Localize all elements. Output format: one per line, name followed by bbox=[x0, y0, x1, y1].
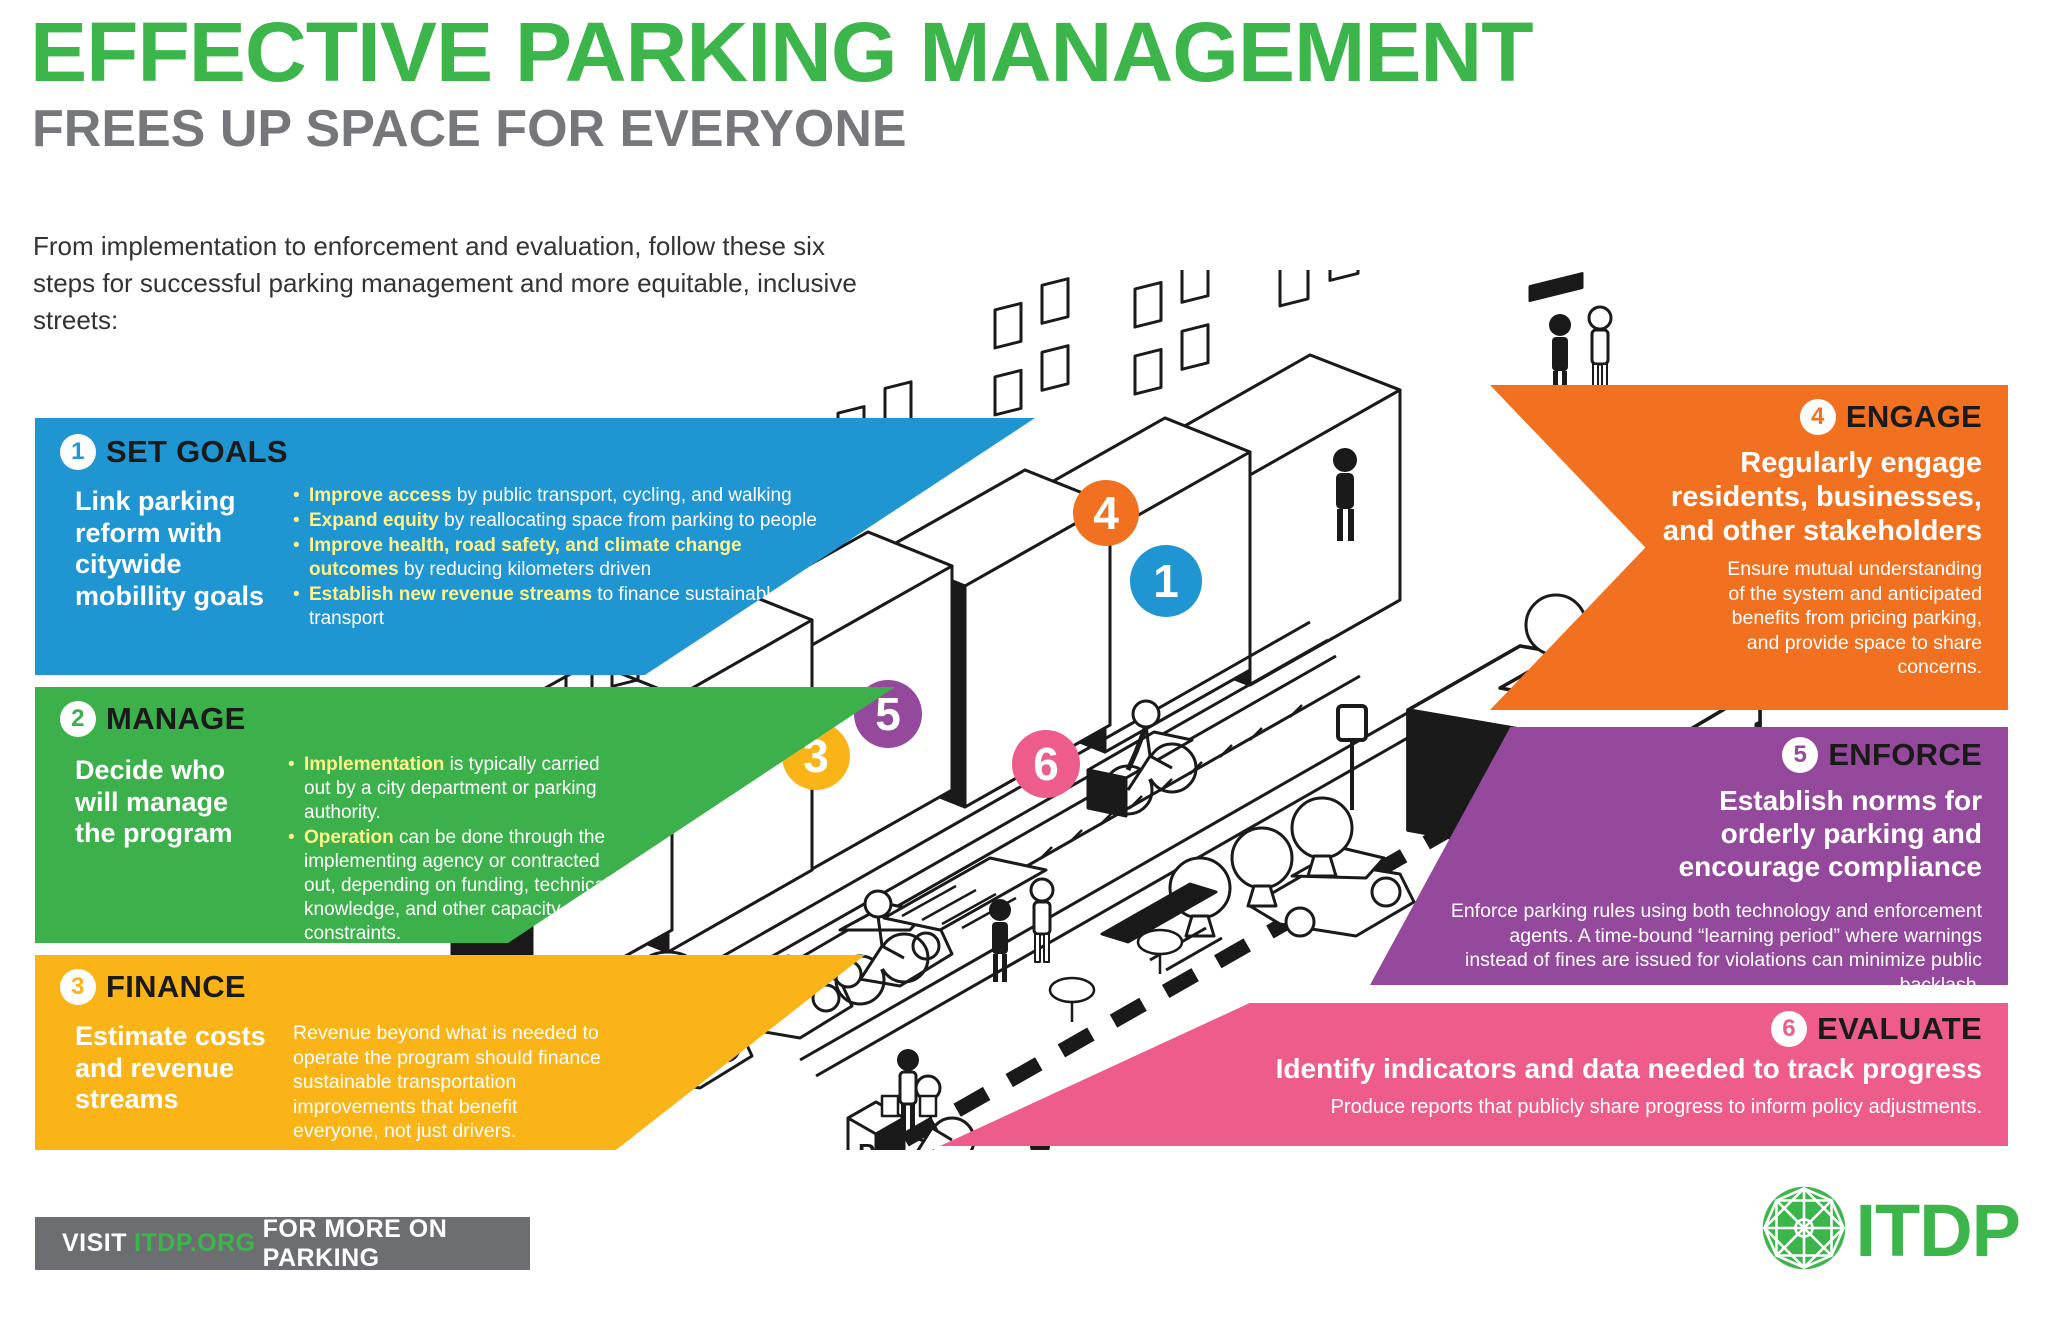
step-6-body: Produce reports that publicly share prog… bbox=[1330, 1096, 1982, 1118]
visit-domain-link[interactable]: ITDP.ORG bbox=[134, 1229, 256, 1257]
bullet-item: Establish new revenue streams to finance… bbox=[293, 583, 833, 631]
marker-label: 6 bbox=[1033, 738, 1059, 790]
step-title: ENGAGE bbox=[1845, 399, 1982, 434]
step-number-badge: 1 bbox=[60, 434, 96, 470]
itdp-logo: ITDP bbox=[1761, 1185, 2021, 1276]
step-4-heading: 4 ENGAGE bbox=[1799, 399, 1982, 435]
step-6-lead: Identify indicators and data needed to t… bbox=[1275, 1053, 1982, 1084]
marker-label: 4 bbox=[1093, 487, 1119, 539]
bullet-item: Implementation is typically carried out … bbox=[288, 753, 618, 825]
step-panel-finance: 3 FINANCE Estimate costs and revenue str… bbox=[35, 955, 865, 1150]
bullet-item: Improve access by public transport, cycl… bbox=[293, 484, 833, 508]
step-1-heading: 1 SET GOALS bbox=[60, 434, 288, 470]
svg-text:P: P bbox=[858, 1138, 875, 1150]
bullet-item: Improve health, road safety, and climate… bbox=[293, 534, 833, 582]
marker-label: 1 bbox=[1153, 555, 1179, 607]
step-4-body: Ensure mutual understanding of the syste… bbox=[1727, 558, 1982, 679]
step-2-heading: 2 MANAGE bbox=[60, 701, 246, 737]
visit-cta-bar[interactable]: VISIT ITDP.ORG FOR MORE ON PARKING bbox=[35, 1214, 530, 1272]
step-5-heading: 5 ENFORCE bbox=[1782, 737, 1982, 773]
step-panel-enforce: 5 ENFORCE Establish norms for orderly pa… bbox=[1370, 727, 2008, 985]
map-marker-4: 4 bbox=[1073, 480, 1139, 546]
visit-suffix: FOR MORE ON PARKING bbox=[262, 1214, 448, 1272]
step-number-badge: 2 bbox=[60, 701, 96, 737]
step-2-bullets: Implementation is typically carried out … bbox=[288, 753, 618, 943]
step-5-body: Enforce parking rules using both technol… bbox=[1450, 900, 1982, 996]
step-number-badge: 4 bbox=[1799, 399, 1836, 435]
step-4-lead: Regularly engage residents, businesses, … bbox=[1662, 447, 1982, 547]
step-3-heading: 3 FINANCE bbox=[60, 969, 246, 1005]
bullet-item: Operation can be done through the implem… bbox=[288, 826, 618, 943]
map-marker-1: 1 bbox=[1130, 545, 1202, 617]
step-title: EVALUATE bbox=[1817, 1011, 1982, 1046]
step-number-badge: 6 bbox=[1771, 1011, 1808, 1047]
step-3-lead: Estimate costs and revenue streams bbox=[75, 1021, 266, 1115]
page-title: EFFECTIVE PARKING MANAGEMENT bbox=[30, 5, 1534, 99]
step-title: FINANCE bbox=[106, 969, 246, 1004]
marker-label: 5 bbox=[875, 688, 901, 740]
step-number-badge: 3 bbox=[60, 969, 96, 1005]
step-number-badge: 5 bbox=[1782, 737, 1819, 773]
intro-paragraph: From implementation to enforcement and e… bbox=[33, 231, 857, 335]
map-marker-6: 6 bbox=[1012, 730, 1080, 798]
visit-prefix: VISIT bbox=[62, 1229, 128, 1257]
itdp-wheel-icon bbox=[1761, 1185, 1847, 1276]
step-1-bullets: Improve access by public transport, cycl… bbox=[293, 484, 833, 632]
step-title: MANAGE bbox=[106, 701, 246, 736]
step-5-lead: Establish norms for orderly parking and … bbox=[1678, 785, 1982, 882]
itdp-wordmark: ITDP bbox=[1855, 1188, 2021, 1272]
step-1-lead: Link parking reform with citywide mobill… bbox=[75, 486, 265, 611]
step-6-heading: 6 EVALUATE bbox=[1771, 1011, 1982, 1047]
page-subtitle: FREES UP SPACE FOR EVERYONE bbox=[32, 100, 907, 158]
step-3-body: Revenue beyond what is needed to operate… bbox=[293, 1022, 601, 1143]
step-2-lead: Decide who will manage the program bbox=[75, 755, 233, 849]
step-title: ENFORCE bbox=[1828, 737, 1982, 772]
step-title: SET GOALS bbox=[106, 434, 288, 469]
bullet-item: Expand equity by reallocating space from… bbox=[293, 509, 833, 533]
